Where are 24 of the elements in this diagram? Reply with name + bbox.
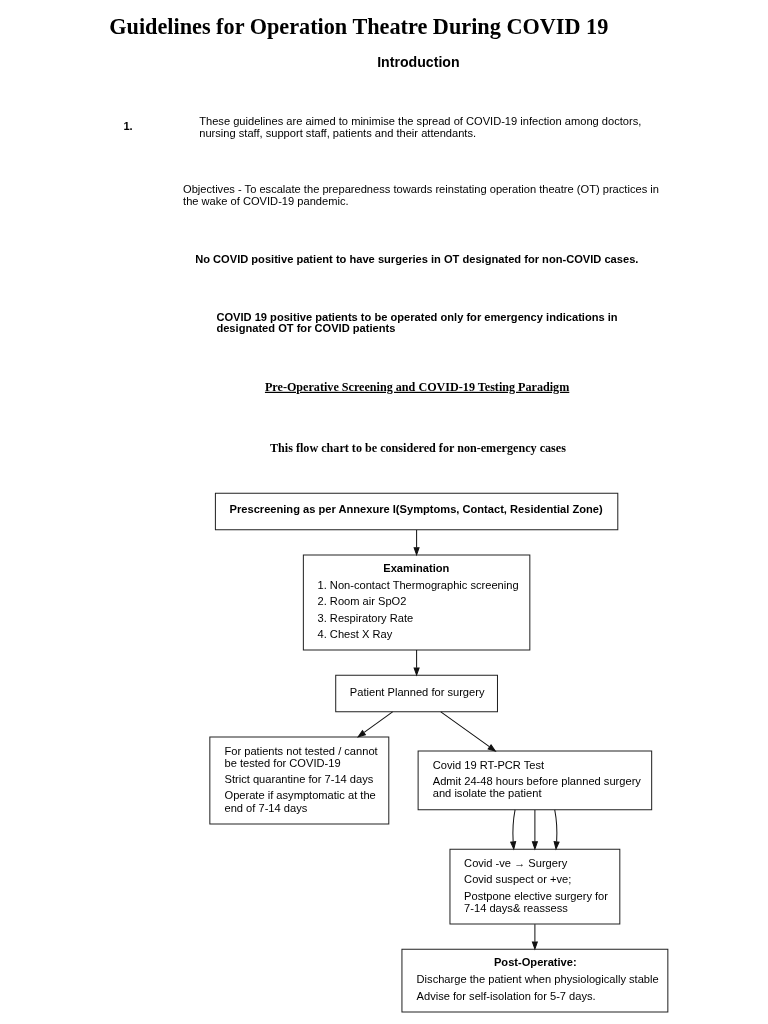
node-box: Post-Operative: Discharge the patient when physiologically stable Advise for self-isolation for 5-7 days.: [400, 948, 668, 1012]
arrow: [509, 808, 516, 850]
label: COVID 19 positive patients to be operated only for emergency indications in designated OT for COVID patients: [215, 310, 618, 334]
node-box: For patients not tested / cannot be tested for COVID-19 Strict quarantine for 7-14 days Operate if asymptomatic at the end of 7-14 days: [208, 735, 389, 824]
node-box: Covid -ve → Surgery Covid suspect or +ve; Postpone elective surgery for 7-14 days& reassess: [448, 848, 620, 924]
label: These guidelines are aimed to minimise the spread of COVID-19 infection among doctors, nursing staff, support staff, patients and their attendants.: [198, 114, 641, 139]
node-box: Covid 19 RT-PCR Test Admit 24-48 hours before planned surgery and isolate the patient: [417, 750, 652, 810]
label: 1.: [122, 119, 133, 132]
label: Pre-Operative Screening and COVID-19 Testing Paradigm: [264, 379, 569, 394]
label: Objectives - To escalate the preparedness towards reinstating operation theatre (OT) practices in the wake of COVID-19 pandemic.: [182, 182, 659, 207]
arrow: [412, 649, 420, 677]
arrow: [553, 808, 560, 850]
arrow: [356, 710, 393, 738]
arrow: [412, 529, 420, 556]
node-box: Prescreening as per Annexure I(Symptoms, Contact, Residential Zone): [214, 492, 618, 530]
arrow: [531, 808, 538, 850]
node-box: Patient Planned for surgery: [334, 674, 498, 712]
label: No COVID positive patient to have surgeries in OT designated for non-COVID cases.: [194, 252, 638, 265]
arrow: [439, 710, 497, 752]
arrow: [531, 923, 538, 951]
diagram-title: Guidelines for Operation Theatre During COVID 19: [108, 13, 608, 39]
node-box: Examination 1. Non-contact Thermographic screening 2. Room air SpO2 3. Respiratory Rate 4. Chest X Ray: [302, 553, 530, 650]
label: Introduction: [376, 53, 460, 70]
label: This flow chart to be considered for non-emergency cases: [269, 440, 566, 455]
